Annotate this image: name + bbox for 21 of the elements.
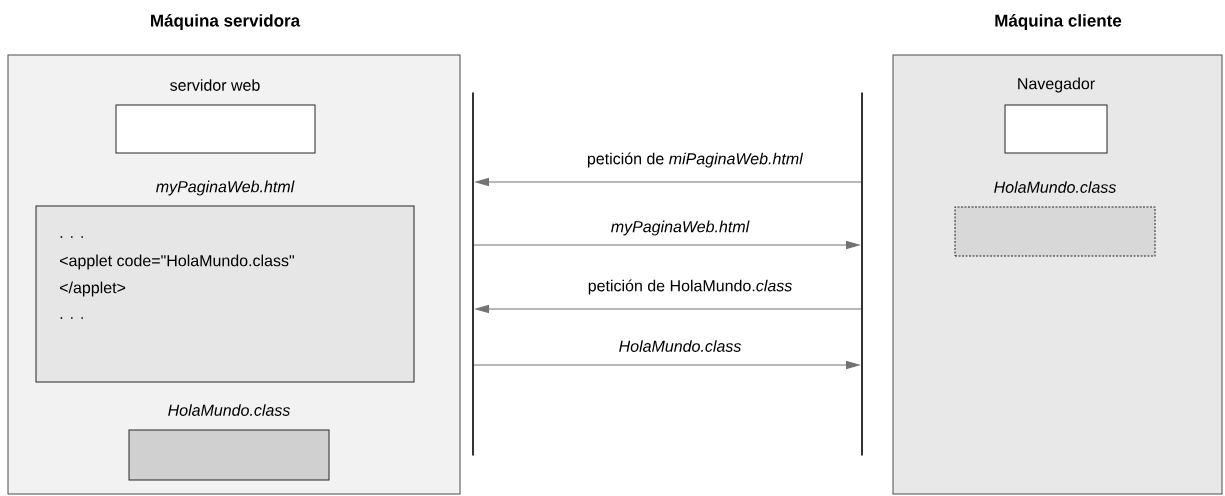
arrow xyxy=(475,178,862,186)
box-label: myPaginaWeb.html xyxy=(156,180,295,196)
box-label: HolaMundo.class xyxy=(168,404,290,416)
box-label: Navegador xyxy=(1018,77,1095,93)
edge-label: myPaginaWeb.html xyxy=(609,219,751,237)
code-line: <applet code="HolaMundo.class" xyxy=(60,254,294,270)
lifeline xyxy=(472,92,474,456)
machine-heading: Máquina servidora xyxy=(151,14,301,30)
arrow xyxy=(475,305,862,313)
arrow xyxy=(473,241,860,249)
code-line: </applet> xyxy=(60,281,126,297)
edge-label: HolaMundo.class xyxy=(617,339,743,353)
machine-heading: Máquina cliente xyxy=(995,14,1122,30)
lifeline xyxy=(861,92,863,456)
arrow xyxy=(473,361,860,369)
edge-label: petición de HolaMundo.class xyxy=(586,278,794,296)
box-label: HolaMundo.class xyxy=(994,181,1116,193)
code-line: . . . xyxy=(60,236,83,238)
box-label: servidor web xyxy=(170,79,260,91)
edge-label: petición de miPaginaWeb.html xyxy=(585,151,805,169)
code-line: . . . xyxy=(60,317,83,319)
